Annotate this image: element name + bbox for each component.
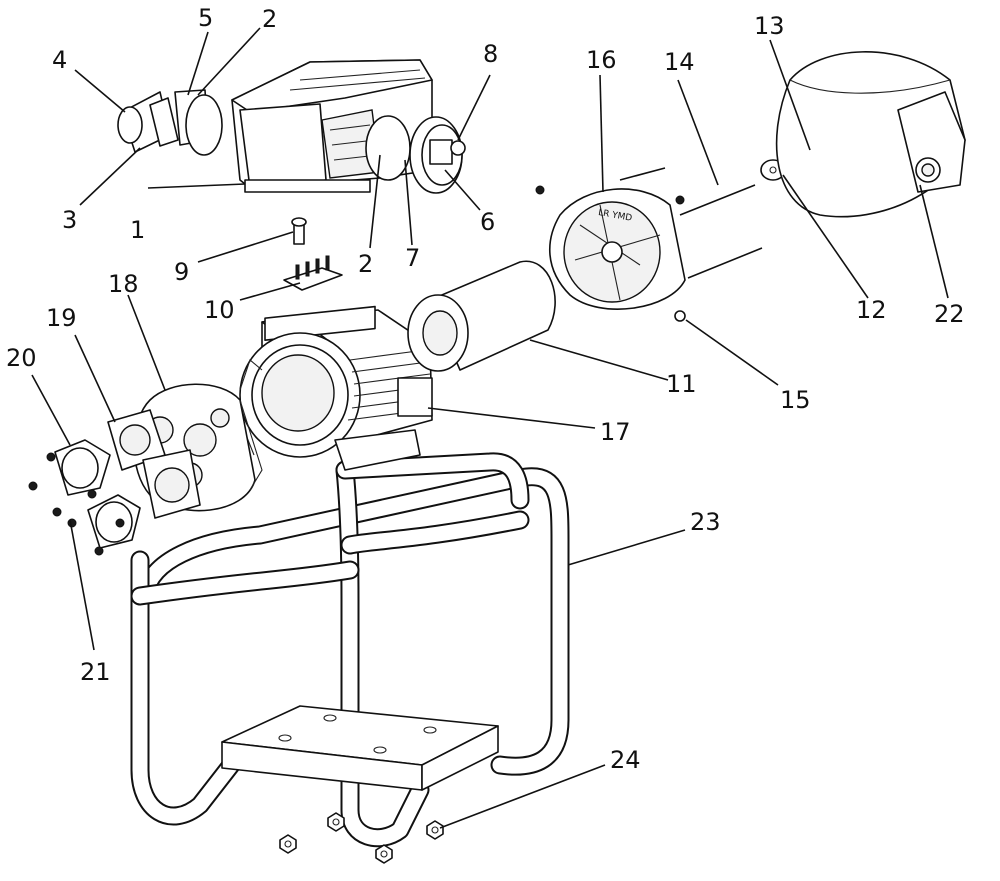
valve-plates: [107, 409, 201, 519]
frame-tube: [130, 452, 570, 848]
callout-10: 10: [204, 296, 235, 324]
callout-8: 8: [483, 40, 498, 68]
rear-cover: [775, 51, 966, 218]
end-plate: [409, 116, 466, 194]
callout-14: 14: [664, 48, 695, 76]
callout-20: 20: [6, 344, 37, 372]
intake-filter: [117, 89, 223, 156]
callout-3: 3: [62, 206, 77, 234]
callout-17: 17: [600, 418, 631, 446]
callout-22: 22: [934, 300, 965, 328]
callout-11: 11: [666, 370, 697, 398]
callout-1: 1: [130, 216, 145, 244]
callout-2-top: 2: [262, 5, 277, 33]
callout-23: 23: [690, 508, 721, 536]
nuts: [279, 812, 444, 864]
callout-numbers: 1 2 2 3 4 5 6 7 8 9 10 11 12 13 14 15 16…: [6, 4, 965, 774]
callout-19: 19: [46, 304, 77, 332]
callout-9: 9: [174, 258, 189, 286]
leader-lines: [31, 27, 949, 829]
callout-4: 4: [52, 46, 67, 74]
motor-body: [239, 305, 433, 471]
screw-15: [674, 310, 686, 322]
callout-24: 24: [610, 746, 641, 774]
callout-18: 18: [108, 270, 139, 298]
cylinder-heads: [54, 439, 141, 549]
callout-12: 12: [856, 296, 887, 324]
head-bolts: [28, 452, 125, 556]
callout-7: 7: [405, 244, 420, 272]
base-plate: [221, 705, 499, 791]
rotor: [407, 260, 556, 372]
callout-5: 5: [198, 4, 213, 32]
callout-16: 16: [586, 46, 617, 74]
end-bell: LR YMD: [549, 188, 686, 310]
callout-15: 15: [780, 386, 811, 414]
callout-2-bottom: 2: [358, 250, 373, 278]
terminal-block: [283, 255, 343, 291]
screw-9: [291, 217, 307, 245]
callout-6: 6: [480, 208, 495, 236]
callout-21: 21: [80, 658, 111, 686]
head-gaskets: [365, 115, 411, 181]
through-bolts: [535, 167, 763, 279]
callout-13: 13: [754, 12, 785, 40]
